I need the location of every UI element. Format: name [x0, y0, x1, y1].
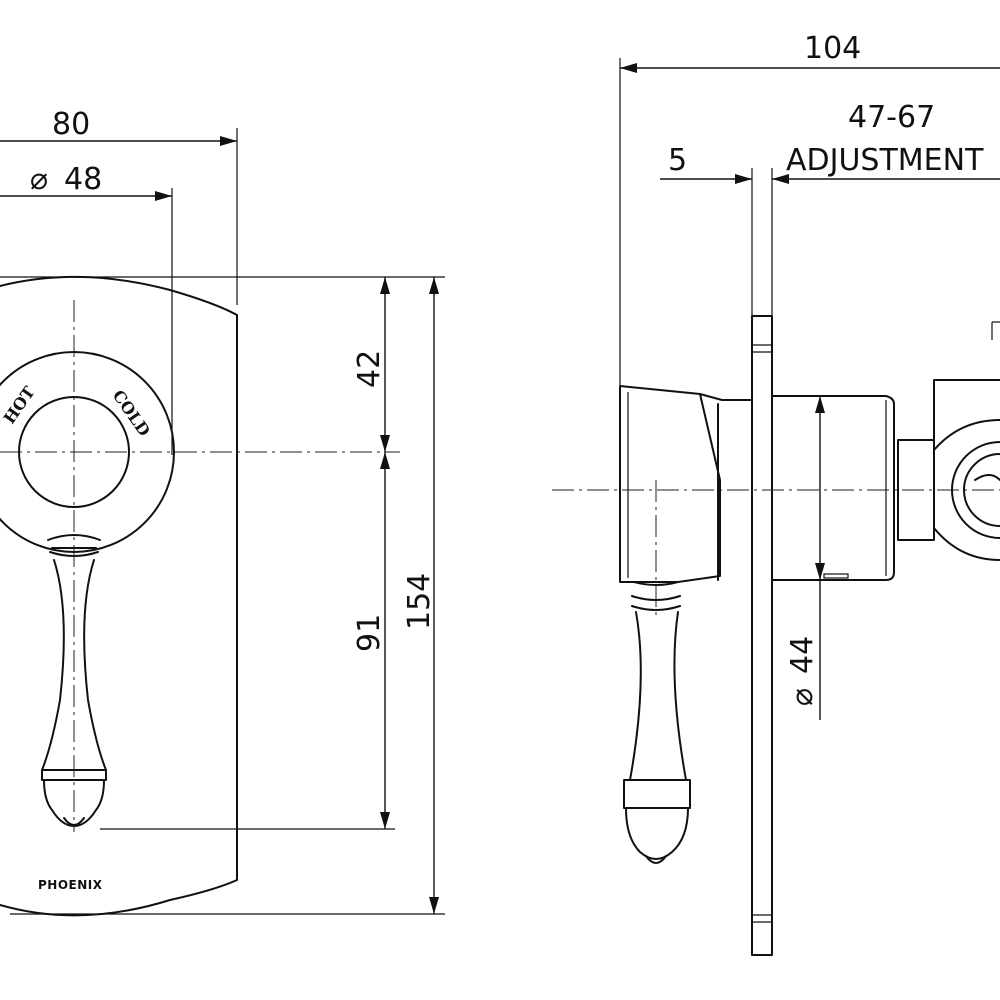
- side-view: [552, 315, 1000, 956]
- front-wall-plate: [0, 275, 238, 917]
- side-dimensions: 104 47-67 ADJUSTMENT 5 ⌀ 44: [619, 31, 1000, 720]
- adjustment-label: ADJUSTMENT: [786, 143, 984, 178]
- total-height-dimension: 154: [402, 573, 437, 630]
- side-handle-body: [619, 385, 721, 583]
- dial-diameter-symbol: ⌀: [30, 162, 48, 197]
- side-connector: [897, 379, 1000, 541]
- dial-diameter-dimension: 48: [64, 162, 102, 197]
- front-view: HOT COLD PHOENIX: [0, 275, 400, 917]
- brand-label: PHOENIX: [38, 878, 103, 892]
- body-diameter-dimension: 44: [785, 636, 820, 674]
- plate-thickness-dimension: 5: [668, 143, 687, 178]
- adjustment-range-dimension: 47-67: [848, 100, 935, 135]
- front-dimensions: 80 ⌀ 48 42 91 154: [0, 107, 445, 915]
- axis-to-lever-dimension: 91: [352, 614, 387, 652]
- total-depth-dimension: 104: [804, 31, 861, 66]
- top-to-axis-dimension: 42: [352, 350, 387, 388]
- side-wall-plate: [751, 315, 773, 956]
- side-valve-body: [771, 395, 895, 581]
- cold-label: COLD: [109, 386, 154, 439]
- front-width-dimension: 80: [52, 107, 90, 142]
- side-lever: [623, 581, 691, 864]
- body-diameter-symbol: ⌀: [785, 688, 820, 706]
- hot-label: HOT: [0, 383, 39, 428]
